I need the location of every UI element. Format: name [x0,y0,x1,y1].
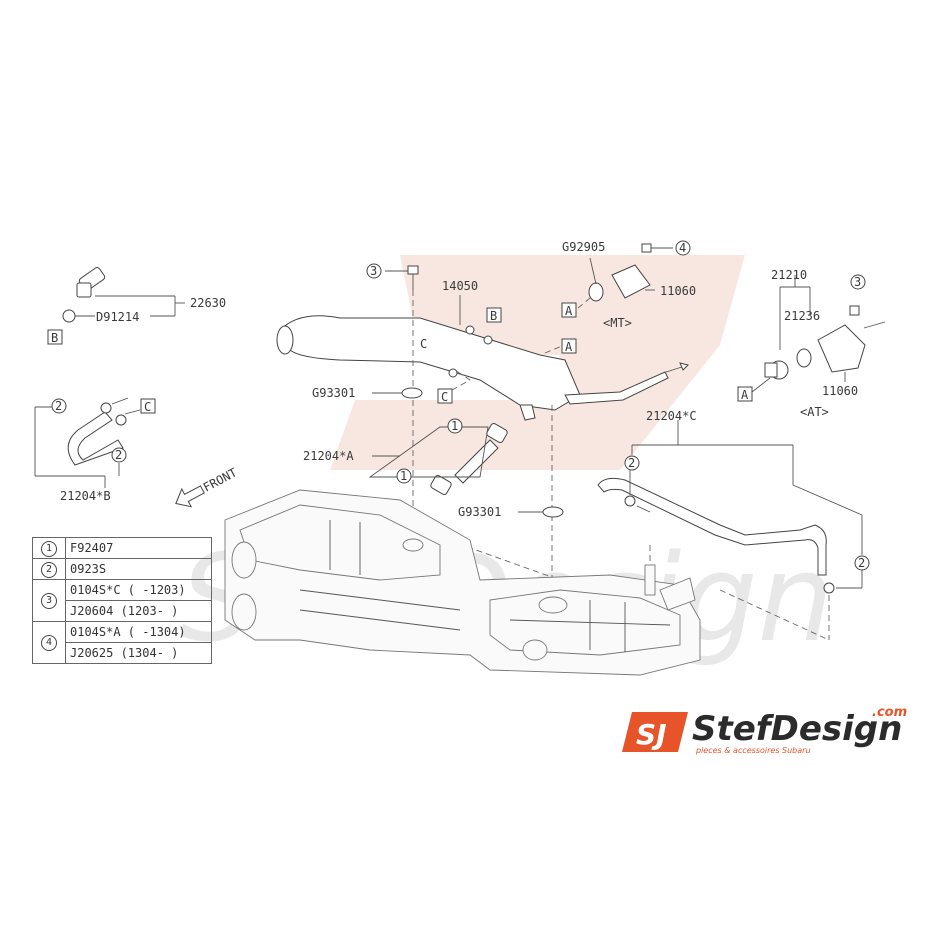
logo-brand: StefDesign [692,709,902,749]
box-a-letter: A [565,304,573,318]
circle-4-num: 4 [679,241,686,255]
legend-code: 0104S*A ( -1304) [65,621,212,643]
circle-2-num: 2 [55,399,62,413]
box-a-marker [737,386,753,402]
pipe-arrow-head [679,362,689,371]
circle-3-num: 3 [854,275,861,289]
circle-3-marker [366,263,382,279]
legend-row: 4 0104S*A ( -1304) [32,621,212,664]
legend-row: J20625 (1304- ) [33,642,212,664]
dash-leader-c [451,369,471,391]
logo-tagline: pieces & accessoires Subaru [695,746,811,755]
logo-mark [622,712,688,752]
label-21210: 21210 [771,268,807,282]
hose-21204c [597,420,863,594]
gasket-g93301-top [401,387,423,399]
legend-code: F92407 [65,537,212,559]
box-c-marker [140,398,156,414]
box-c-letter: C [144,400,151,414]
box-b-marker [486,307,502,323]
label-at: <AT> [800,405,829,419]
label-21236: 21236 [784,309,820,323]
box-a-letter: A [565,340,573,354]
label-mt: <MT> [603,316,632,330]
legend-row: 1 F92407 [32,537,212,559]
sensor-22630 [62,267,185,323]
label-11060-mt: 11060 [660,284,696,298]
thermostat-cover-mt [577,243,673,309]
label-g92905: G92905 [562,240,605,254]
legend-num-3: 3 [41,593,57,609]
box-a-marker [561,338,577,354]
thermostat-at [751,275,886,393]
hose-21204b [34,397,141,488]
circle-2-marker [854,555,870,571]
label-11060-at: 11060 [822,384,858,398]
gasket-g93301-bottom [542,506,564,518]
legend-row: 2 0923S [32,558,212,580]
box-a-letter: A [741,388,749,402]
circle-2-marker [624,455,640,471]
logo-mark-glyph: SJ [636,718,667,751]
legend-code: 0923S [65,558,212,580]
label-g93301-bottom: G93301 [458,505,501,519]
legend-code: J20625 (1304- ) [65,642,212,664]
label-front: FRONT [201,465,239,494]
bolt-3-top [385,265,419,290]
circle-2-num: 2 [628,456,635,470]
box-a-marker [561,302,577,318]
stefdesign-logo: SJ StefDesign .com pieces & accessoires … [622,705,907,755]
label-g93301-top: G93301 [312,386,355,400]
engine-block [224,489,701,676]
logo-tld: .com [872,705,907,720]
legend-num-2: 2 [41,561,57,578]
circle-4-marker [675,240,691,256]
box-b-letter: B [51,331,58,345]
fastener-legend-table: 1 F92407 2 0923S 3 0104S*C ( -1203) J206… [32,537,212,664]
circle-3-marker [850,274,866,290]
pipe-14050 [276,315,669,421]
label-22630: 22630 [190,296,226,310]
label-21204b: 21204*B [60,489,111,503]
label-21204c: 21204*C [646,409,697,423]
legend-num-1: 1 [41,540,57,557]
box-b-marker [47,329,63,345]
legend-num-4: 4 [41,635,57,651]
circle-2-num: 2 [858,556,865,570]
legend-row: 3 0104S*C ( -1203) [32,579,212,622]
dash-leader-a [544,345,563,354]
label-d91214: D91214 [96,310,139,324]
circle-1-marker [396,468,412,484]
hose-21204a [368,423,508,495]
circle-2-marker [51,398,67,414]
circle-2-marker [111,447,127,463]
legend-code: J20604 (1203- ) [65,600,212,622]
label-14050: 14050 [442,279,478,293]
circle-1-num: 1 [451,419,458,433]
circle-3-num: 3 [370,264,377,278]
box-c-marker [437,388,453,404]
box-b-letter: B [490,309,497,323]
box-c-letter: C [441,390,448,404]
label-21204a: 21204*A [303,449,354,463]
circle-1-marker [447,418,463,434]
circle-1-num: 1 [400,469,407,483]
inline-letter-c: C [420,337,427,351]
legend-code: 0104S*C ( -1203) [65,579,212,601]
front-arrow: FRONT [175,465,239,508]
circle-2-num: 2 [115,448,122,462]
